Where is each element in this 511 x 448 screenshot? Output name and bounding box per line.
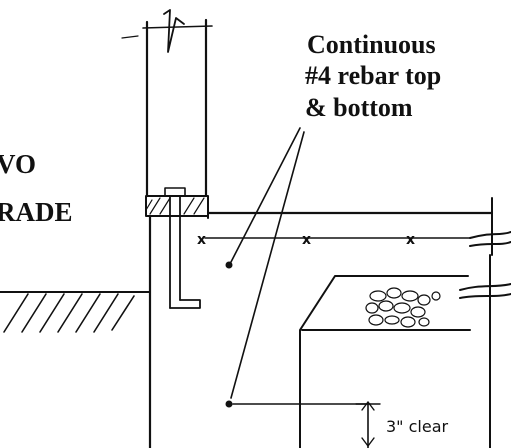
clearance-dimension: [355, 401, 381, 448]
rebar-marker-3: x: [406, 232, 415, 248]
rebar-marker-2: x: [302, 232, 311, 248]
wall-stud: [121, 9, 213, 198]
sill-plate: [145, 195, 209, 217]
rebar-dot-top: [225, 261, 233, 269]
rebar-dot-bottom: [225, 400, 233, 408]
rebar-callout-leaders: [225, 127, 371, 408]
rebar-callout-line-1: Continuous: [307, 30, 436, 59]
left-label-line-1: VO: [0, 149, 36, 179]
rebar-callout-line-2: #4 rebar top: [305, 61, 441, 90]
anchor-bolt: [164, 187, 201, 309]
gravel-stones: [365, 287, 441, 328]
rebar-marker-1: x: [197, 232, 206, 248]
rebar-callout-line-3: & bottom: [305, 93, 413, 122]
gravel-fill: [299, 275, 471, 448]
clearance-label: 3" clear: [386, 417, 449, 436]
grade-ground: [0, 291, 151, 333]
slab-edge: [459, 197, 511, 448]
left-label-line-2: RADE: [0, 197, 73, 227]
